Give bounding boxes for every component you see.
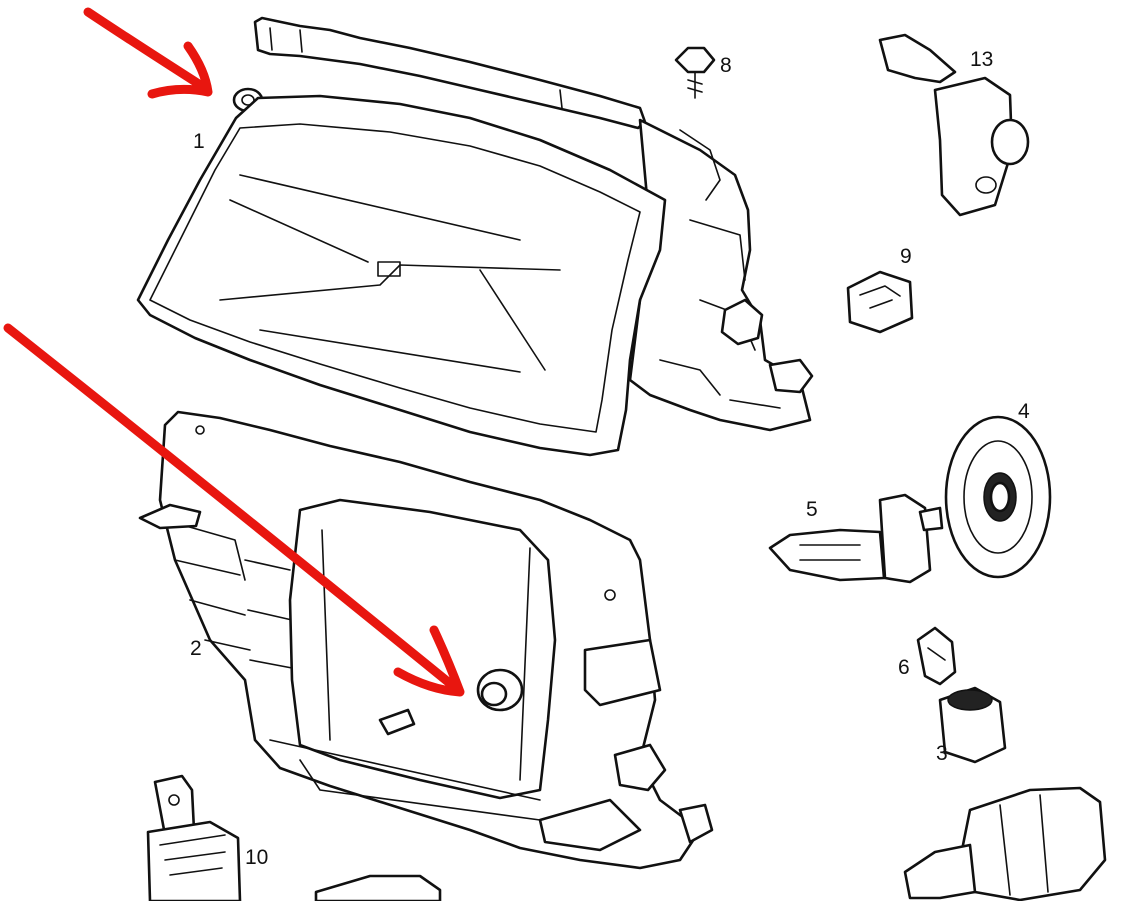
callout-13: 13	[970, 48, 993, 71]
callout-5: 5	[806, 498, 818, 521]
callout-3: 3	[936, 742, 948, 765]
reflector-housing-part-2	[138, 410, 714, 870]
screw-part-8	[674, 46, 716, 99]
dust-cover-part-4	[944, 415, 1052, 579]
callout-2: 2	[190, 637, 202, 660]
callout-9: 9	[900, 245, 912, 268]
callout-6: 6	[898, 656, 910, 679]
callout-10: 10	[245, 846, 268, 869]
bulb-holder-part-3	[938, 686, 1007, 764]
bulb-part-5	[768, 493, 944, 584]
switch-part-13	[878, 33, 1030, 217]
headlamp-leveling-motor	[903, 786, 1107, 901]
callout-1: 1	[193, 130, 205, 153]
callout-4: 4	[1018, 400, 1030, 423]
wedge-bulb-part-6	[916, 626, 957, 686]
relay-part-10	[146, 774, 242, 901]
annotation-arrow-lower	[3, 323, 465, 697]
headlamp-assembly-part-1	[136, 16, 814, 457]
callout-8: 8	[720, 54, 732, 77]
annotation-arrow-upper	[83, 7, 213, 99]
annotation-layer	[3, 7, 465, 697]
connector-part-9	[846, 270, 914, 334]
bottom-part-fragment	[314, 874, 442, 901]
